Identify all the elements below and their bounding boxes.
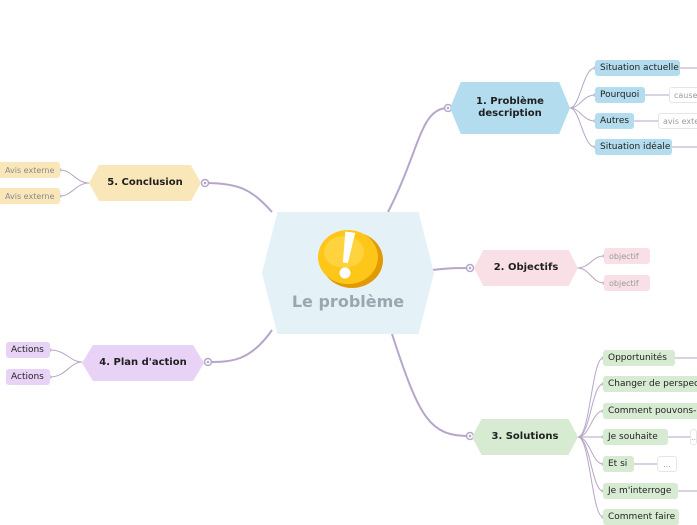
connector-t5-avis-1 bbox=[59, 169, 90, 184]
topic-probleme-description[interactable]: 1. Problème description bbox=[450, 82, 570, 134]
subtopic-je-minterroge[interactable]: Je m'interroge bbox=[603, 483, 678, 499]
subtopic-objectif[interactable]: objectif bbox=[604, 248, 650, 264]
central-topic-label: Le problème bbox=[291, 292, 405, 311]
leaf-avis-externe[interactable]: avis exte bbox=[658, 113, 697, 129]
connector-center-t4 bbox=[207, 329, 273, 363]
subtopic-situation-ideale[interactable]: Situation idéale bbox=[595, 139, 672, 155]
topic-label: 4. Plan d'action bbox=[99, 357, 187, 368]
connector-center-t2 bbox=[431, 267, 471, 271]
connector-t4-actions-1 bbox=[49, 349, 83, 363]
leaf-ellipsis[interactable]: ... bbox=[657, 456, 677, 472]
subtopic-autres[interactable]: Autres bbox=[595, 113, 634, 129]
connector-t1-situation-ideale bbox=[569, 107, 596, 148]
topic-label: 1. Problème description bbox=[476, 96, 544, 119]
leaf-ellipsis[interactable]: ... bbox=[690, 429, 697, 445]
connector-t3-1 bbox=[577, 383, 604, 438]
topic-solutions[interactable]: 3. Solutions bbox=[472, 419, 578, 455]
connector-t3-2 bbox=[577, 410, 604, 438]
subtopic-pourquoi[interactable]: Pourquoi bbox=[595, 87, 645, 103]
leaf-cause[interactable]: cause bbox=[669, 87, 697, 103]
connector-t2-objectif-1 bbox=[576, 255, 605, 269]
central-topic[interactable]: Le problème bbox=[262, 212, 434, 334]
subtopic-avis-externe[interactable]: Avis externe bbox=[0, 162, 60, 178]
subtopic-je-souhaite[interactable]: Je souhaite bbox=[603, 429, 668, 445]
subtopic-situation-actuelle[interactable]: Situation actuelle bbox=[595, 60, 680, 76]
subtopic-changer-de-perspective[interactable]: Changer de perspec bbox=[603, 376, 697, 392]
connector-center-t1 bbox=[387, 107, 449, 213]
topic-label: 2. Objectifs bbox=[493, 262, 559, 273]
topic-conclusion[interactable]: 5. Conclusion bbox=[89, 165, 201, 201]
exclamation-badge-icon bbox=[312, 226, 384, 290]
topic-label: 5. Conclusion bbox=[107, 177, 183, 188]
subtopic-objectif[interactable]: objectif bbox=[604, 275, 650, 291]
subtopic-comment-faire[interactable]: Comment faire bbox=[603, 509, 679, 525]
subtopic-actions[interactable]: Actions bbox=[6, 342, 50, 358]
connector-t3-0 bbox=[577, 357, 604, 438]
topic-objectifs[interactable]: 2. Objectifs bbox=[474, 250, 578, 286]
subtopic-avis-externe[interactable]: Avis externe bbox=[0, 188, 60, 204]
connector-t2-objectif-2 bbox=[576, 267, 605, 284]
connector-t3-5 bbox=[577, 436, 604, 492]
subtopic-et-si[interactable]: Et si bbox=[603, 456, 634, 472]
connector-center-t5 bbox=[204, 182, 273, 213]
topic-plan-daction[interactable]: 4. Plan d'action bbox=[82, 345, 204, 381]
subtopic-comment-pouvons-nous[interactable]: Comment pouvons-n bbox=[603, 403, 697, 419]
connector-t1-situation-actuelle bbox=[569, 67, 596, 109]
connector-t1-pourquoi bbox=[569, 94, 596, 109]
subtopic-actions[interactable]: Actions bbox=[6, 369, 50, 385]
topic-label: 3. Solutions bbox=[491, 431, 559, 442]
connector-t4-actions-2 bbox=[49, 361, 83, 378]
connector-t3-6 bbox=[577, 436, 604, 518]
connector-center-t3 bbox=[391, 333, 471, 437]
connector-t3-4 bbox=[577, 436, 604, 465]
subtopic-opportunites[interactable]: Opportunités bbox=[603, 350, 675, 366]
connector-t5-avis-2 bbox=[59, 182, 90, 197]
